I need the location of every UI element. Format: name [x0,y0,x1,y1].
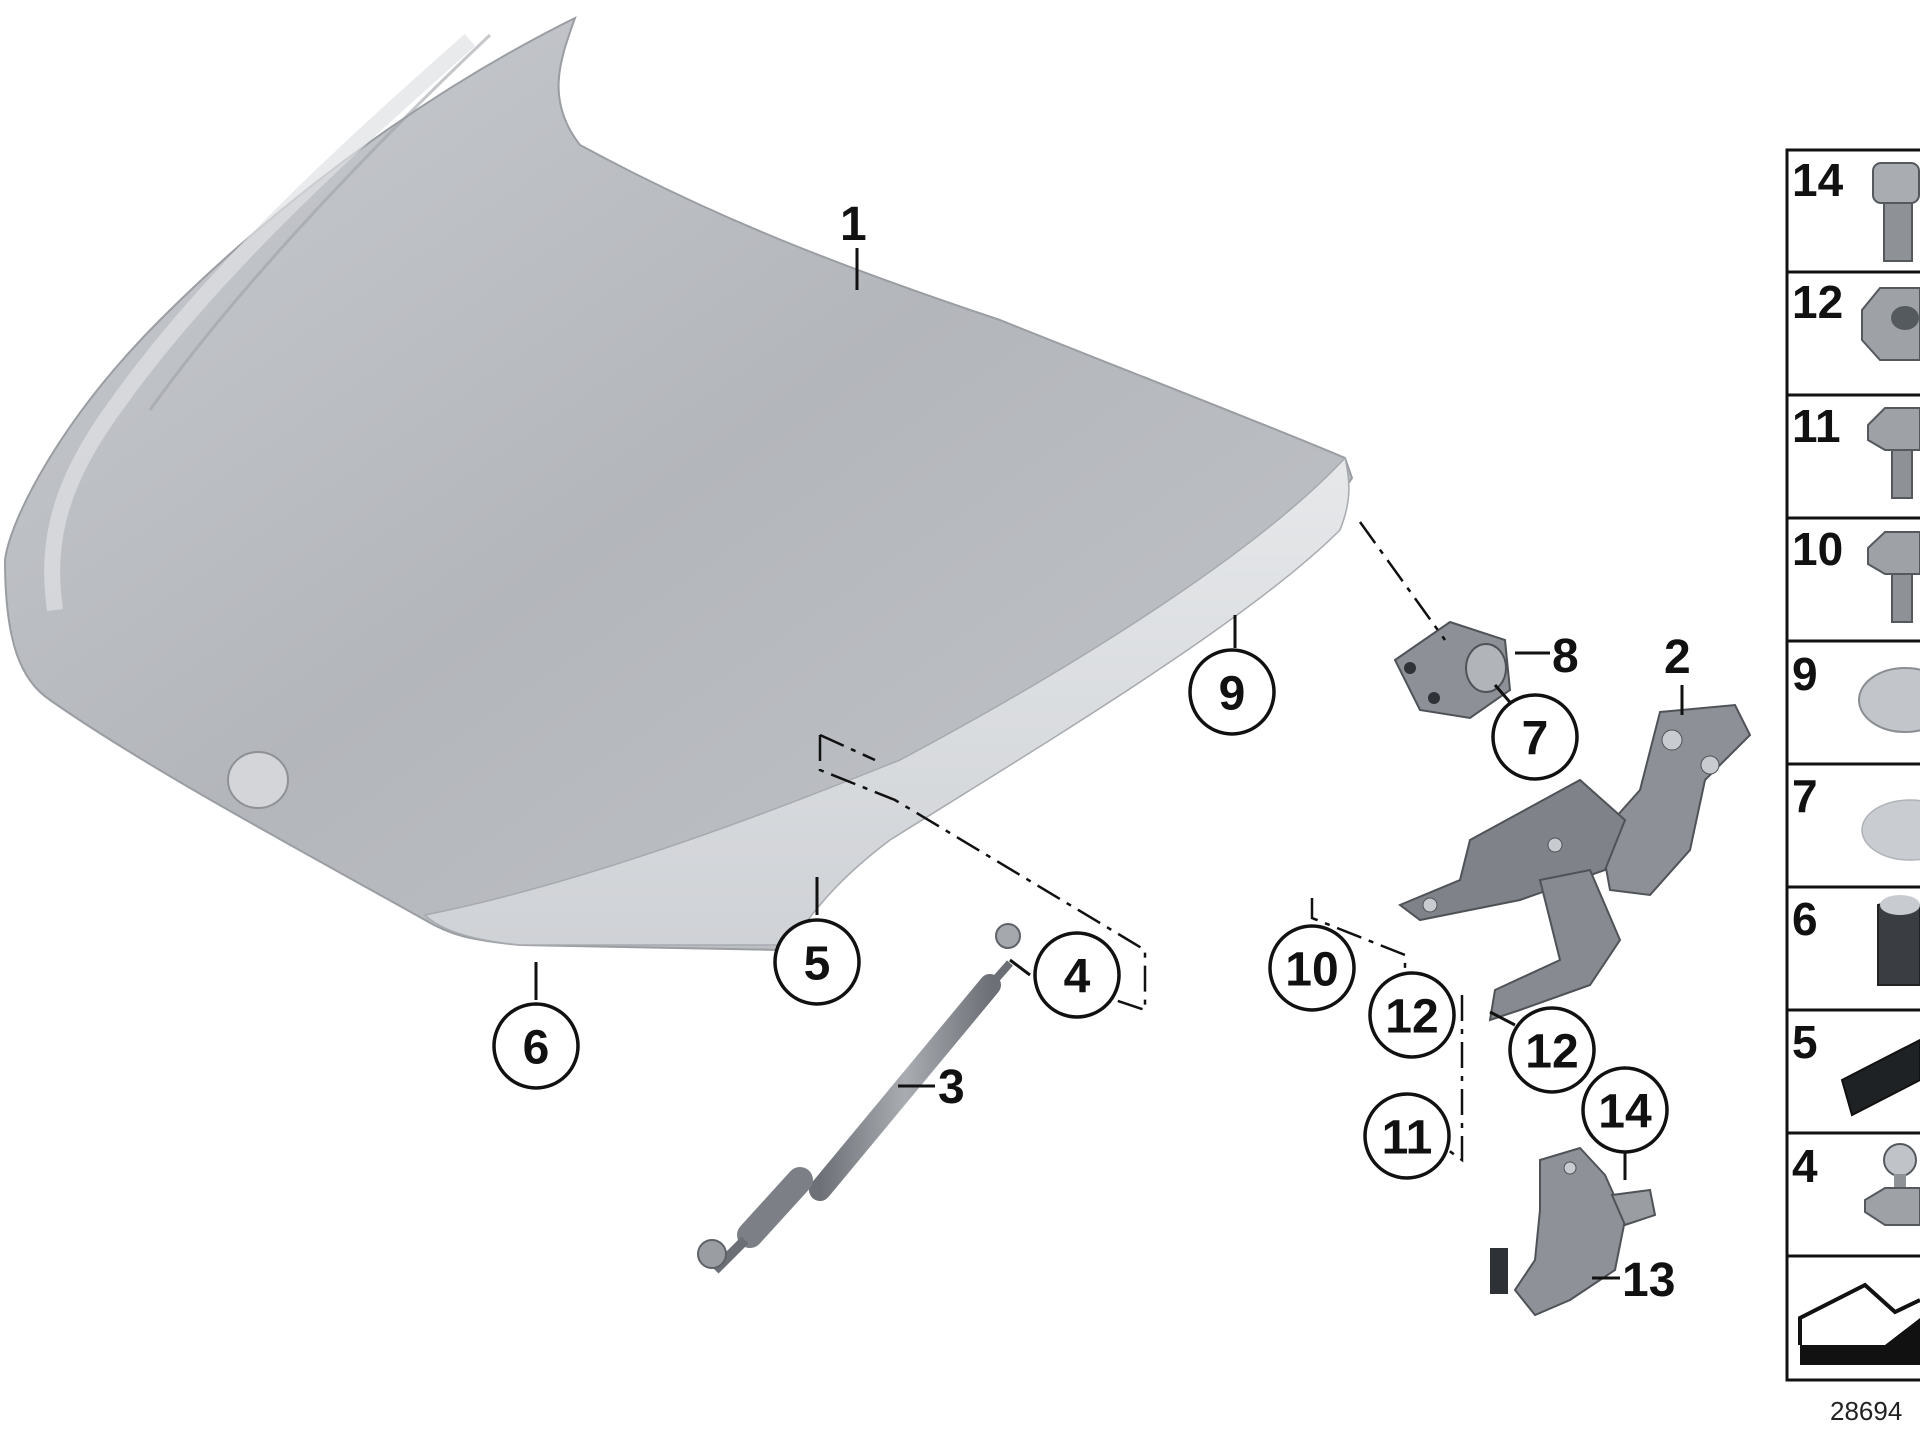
hinge-illustration [1398,703,1752,1022]
part-label-2: 2 [1664,631,1691,684]
direction-arrow-icon [1798,1282,1920,1365]
svg-text:12: 12 [1792,276,1843,328]
part-callout-6: 6 [492,1002,580,1090]
svg-text:7: 7 [1792,770,1818,822]
svg-text:14: 14 [1598,1086,1652,1139]
seal-strip-icon [1840,1038,1920,1117]
svg-text:11: 11 [1792,400,1841,452]
hex-bolt-icon [1867,407,1920,499]
legend-row-9: 9 [1792,648,1920,733]
ball-stud-icon [1864,1143,1920,1226]
fastener-legend: 14 12 11 10 [1785,148,1920,1382]
svg-text:6: 6 [1792,893,1818,945]
svg-text:12: 12 [1525,1026,1578,1079]
legend-row-5: 5 [1792,1016,1920,1117]
part-callout-12a: 12 [1368,971,1456,1059]
part-label-13: 13 [1622,1254,1675,1307]
svg-text:7: 7 [1522,713,1549,766]
phantom-lines [818,521,1464,1163]
cap-plug-icon [1858,667,1920,733]
legend-row-arrow [1798,1282,1920,1365]
part-labels: 1 2 3 8 13 [840,198,1691,1307]
part-callout-14: 14 [1581,1066,1669,1154]
hood-illustration [3,16,1354,952]
part-label-1: 1 [840,198,867,251]
circled-labels: 9 7 5 4 6 10 12 12 [492,648,1669,1180]
legend-row-14: 14 [1792,154,1920,262]
part-callout-12b: 12 [1508,1006,1596,1094]
legend-row-6: 6 [1792,893,1920,986]
emblem-icon [227,751,289,809]
legend-row-4: 4 [1792,1140,1920,1226]
bracket-illustration [1393,620,1512,720]
legend-row-11: 11 [1792,400,1920,499]
svg-text:6: 6 [523,1022,550,1075]
legend-row-12: 12 [1792,276,1920,361]
svg-text:9: 9 [1792,648,1818,700]
svg-text:5: 5 [804,938,831,991]
leader-lines [534,248,1684,1280]
svg-text:9: 9 [1219,668,1246,721]
part-callout-9: 9 [1188,648,1276,736]
svg-text:14: 14 [1792,154,1844,206]
round-pad-icon [1861,799,1920,861]
svg-text:11: 11 [1382,1112,1433,1165]
svg-text:4: 4 [1064,951,1091,1004]
part-callout-4: 4 [1033,931,1121,1019]
part-callout-7: 7 [1491,693,1579,781]
rubber-buffer-icon [1877,895,1920,986]
part-callout-10: 10 [1268,924,1356,1012]
part-label-3: 3 [938,1061,965,1114]
svg-text:12: 12 [1385,991,1438,1044]
svg-text:10: 10 [1285,944,1338,997]
svg-text:4: 4 [1792,1140,1818,1192]
legend-row-10: 10 [1792,523,1920,623]
legend-row-7: 7 [1792,770,1920,861]
latch-illustration [1490,1146,1657,1317]
part-callout-5: 5 [773,918,861,1006]
part-callout-11: 11 [1363,1092,1451,1180]
screw-icon [1872,162,1920,262]
flange-bolt-icon [1867,531,1920,623]
reference-number: 28694 [1830,1396,1902,1426]
part-label-8: 8 [1552,630,1579,683]
svg-text:10: 10 [1792,523,1843,575]
svg-text:5: 5 [1792,1016,1818,1068]
hex-nut-icon [1861,287,1920,361]
gas-strut-illustration [697,923,1021,1274]
